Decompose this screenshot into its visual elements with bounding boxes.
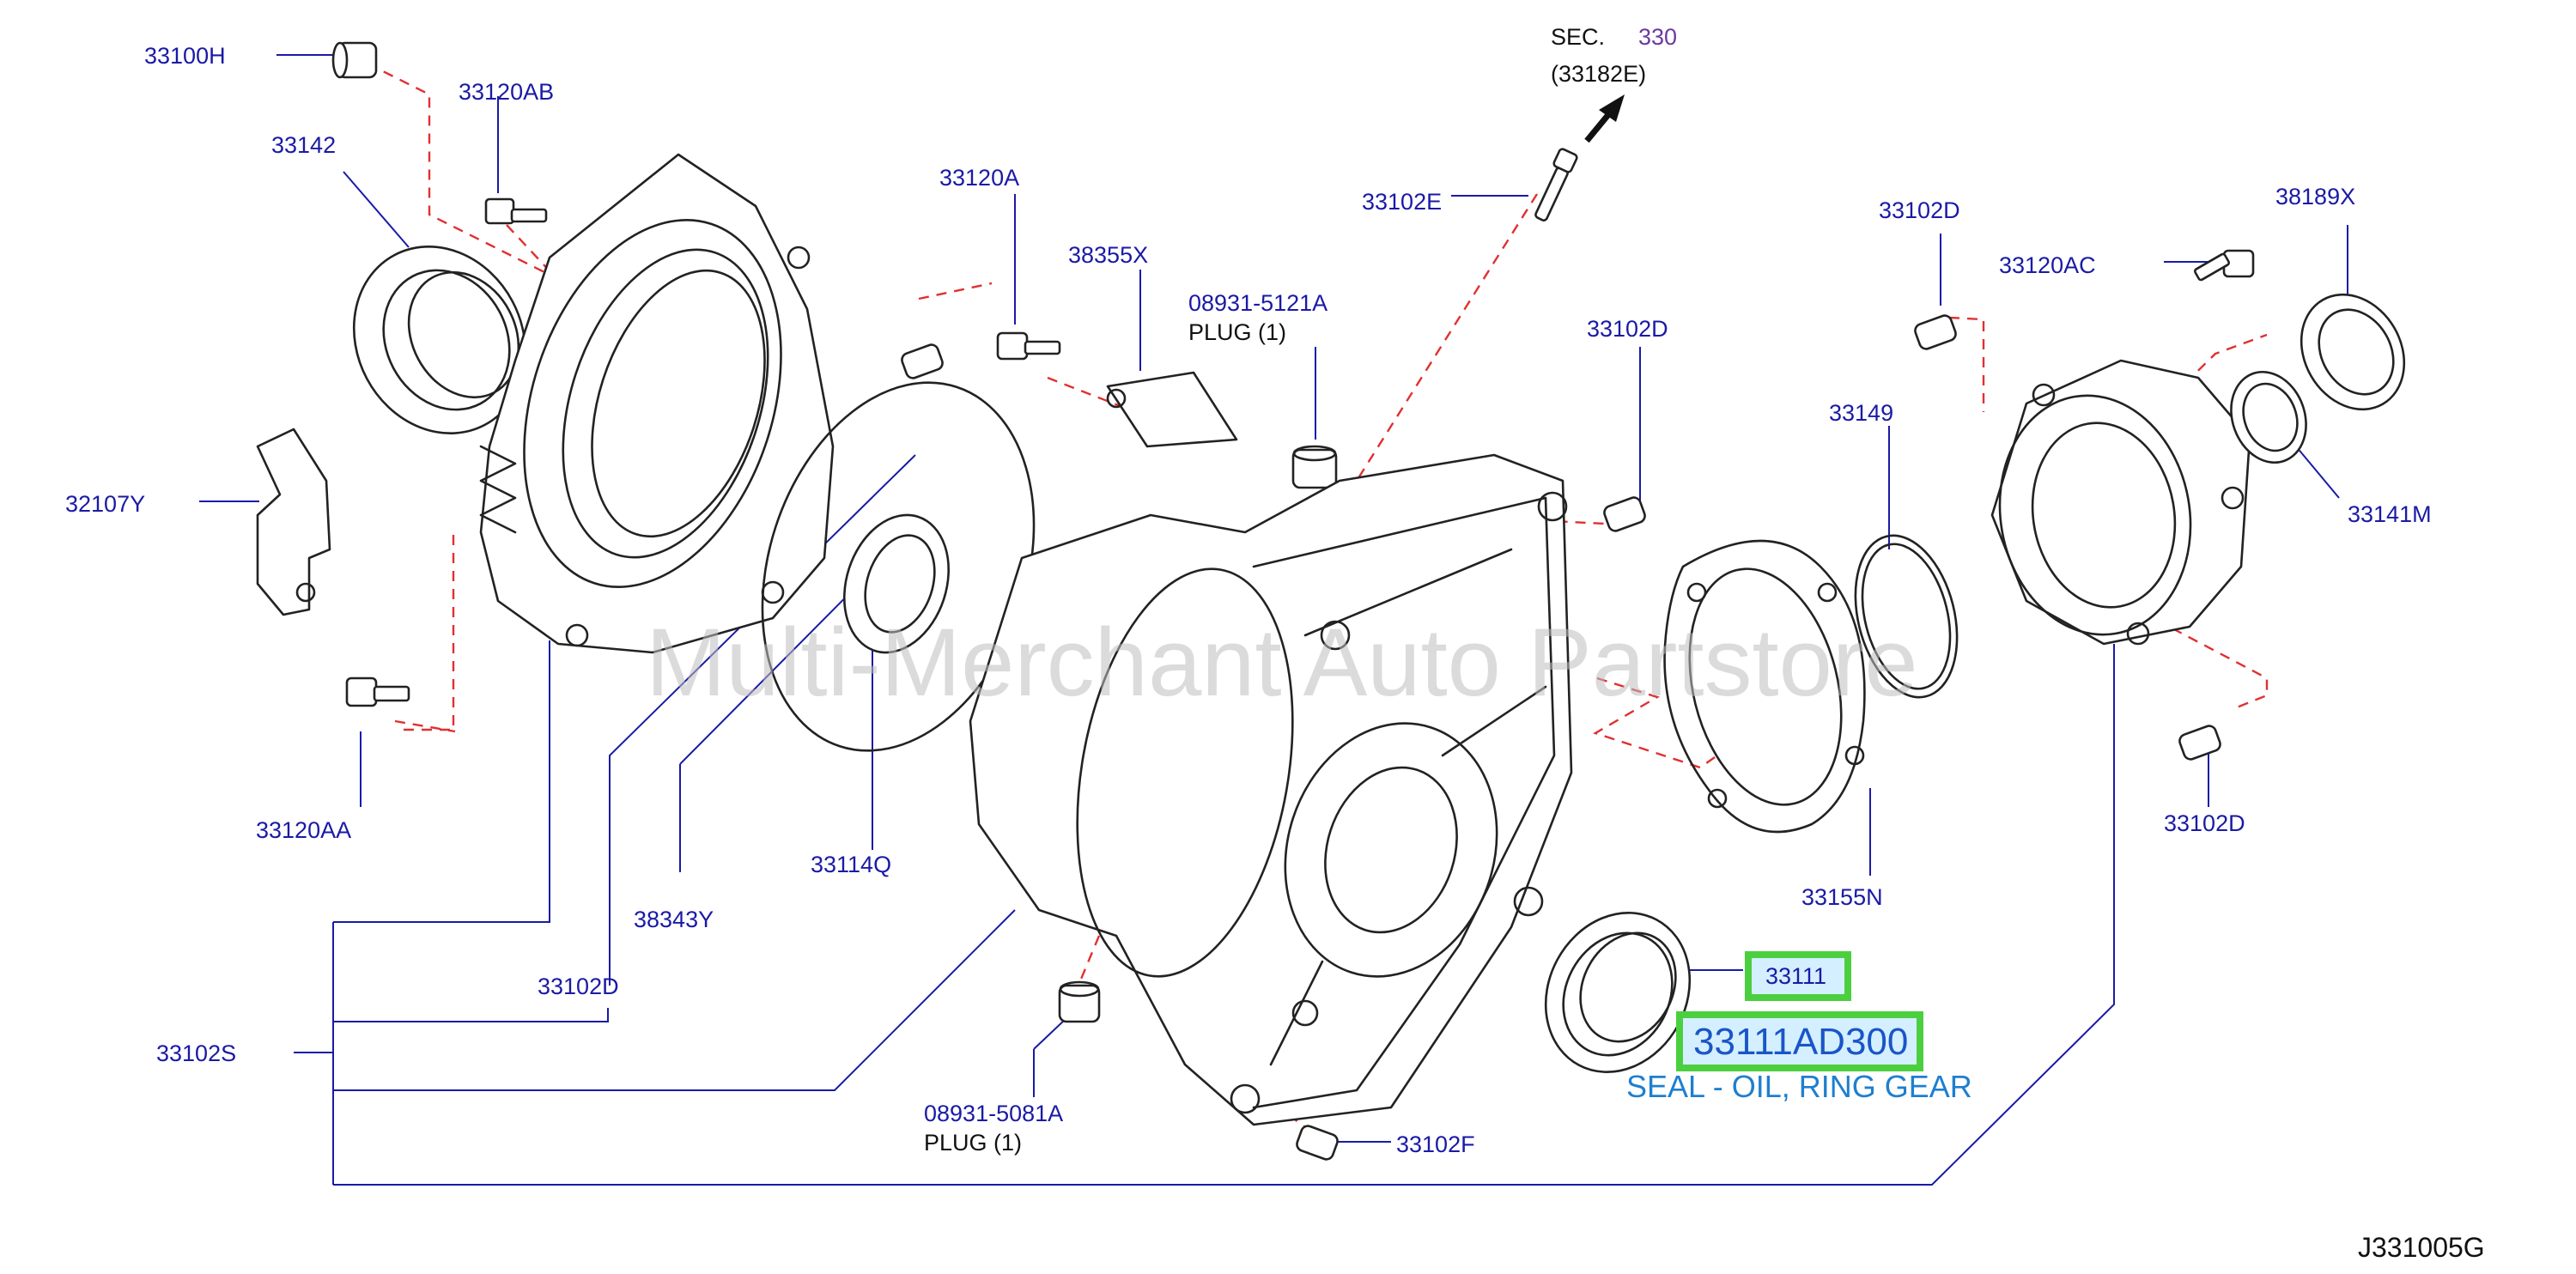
label-38189x[interactable]: 38189X (2275, 184, 2355, 209)
bolt-33120ac-part (2193, 249, 2255, 282)
highlight-description: SEAL - OIL, RING GEAR (1626, 1069, 1972, 1104)
label-33155n[interactable]: 33155N (1801, 884, 1883, 910)
dowel-33102d-a-part (901, 343, 944, 379)
label-33100h[interactable]: 33100H (144, 43, 226, 69)
label-33102d-upper-right[interactable]: 33102D (1879, 197, 1960, 223)
bracket-32107y-part (256, 428, 331, 616)
label-33120ac[interactable]: 33120AC (1999, 252, 2096, 278)
label-33102d-lower-right[interactable]: 33102D (2164, 810, 2245, 836)
section-number-link[interactable]: 330 (1638, 24, 1677, 50)
label-33114q[interactable]: 33114Q (811, 852, 891, 877)
label-32107y[interactable]: 32107Y (65, 491, 145, 517)
label-33111[interactable]: 33111 (1765, 963, 1826, 989)
diagram-code: J331005G (2358, 1232, 2485, 1263)
bolt-33120a-part (996, 331, 1061, 361)
label-33102f[interactable]: 33102F (1396, 1131, 1475, 1157)
label-33102s[interactable]: 33102S (156, 1040, 236, 1066)
label-33120aa[interactable]: 33120AA (256, 817, 351, 843)
breather-33102e-part (1534, 148, 1578, 221)
label-plug-1-bottom: PLUG (1) (924, 1130, 1022, 1156)
label-38355x[interactable]: 38355X (1068, 242, 1148, 268)
label-33120ab[interactable]: 33120AB (459, 79, 554, 105)
label-33102d-bottom[interactable]: 33102D (538, 974, 619, 999)
label-08931-5121a[interactable]: 08931-5121A (1188, 290, 1327, 316)
label-33141m[interactable]: 33141M (2348, 501, 2432, 527)
seal-33141m-part (2230, 370, 2307, 464)
dowel-33102d-b-part (1603, 496, 1646, 532)
label-38343y[interactable]: 38343Y (634, 907, 714, 932)
dowel-33102d-c-part (1914, 314, 1957, 350)
o-ring-33149-inner (1861, 543, 1952, 690)
highlight-part-number[interactable]: 33111AD300 (1693, 1021, 1908, 1063)
oil-seal-33111-part (1544, 911, 1692, 1074)
leader-lines (199, 54, 2348, 1186)
label-33102e[interactable]: 33102E (1362, 189, 1442, 215)
dowel-33102d-d-part (2178, 725, 2221, 761)
o-ring-33149-part (1854, 534, 1959, 699)
label-33142[interactable]: 33142 (271, 132, 336, 158)
part-labels: SEC. 330 (33182E) 33100H 33120AB 33142 3… (65, 24, 2432, 1157)
parts (256, 41, 2406, 1161)
bolt-33120ab-part (484, 197, 548, 225)
plug-08931-5121a-part (1291, 445, 1338, 489)
rear-extension-housing-part (1990, 359, 2251, 646)
dowel-33102f-part (1296, 1125, 1339, 1161)
label-plug-1-top: PLUG (1) (1188, 319, 1286, 345)
seal-33114q-part (842, 513, 951, 654)
label-08931-5081a[interactable]: 08931-5081A (924, 1101, 1063, 1126)
plug-08931-5081a-part (1058, 980, 1101, 1023)
label-33120a[interactable]: 33120A (939, 165, 1019, 191)
highlight-box-part-number (1676, 1011, 1923, 1071)
seal-38189x-part (2300, 293, 2406, 411)
bracket-38355x-part (1106, 371, 1238, 448)
section-arrow-icon (1584, 94, 1625, 143)
gasket-33155n-part (1663, 539, 1866, 834)
plug-33100h-part (331, 41, 378, 79)
label-33149[interactable]: 33149 (1829, 400, 1893, 426)
front-cover-33102s-part (479, 153, 835, 654)
section-prefix: SEC. (1551, 24, 1605, 50)
transfer-case-housing-part (969, 453, 1573, 1126)
highlight-box-33111 (1745, 951, 1851, 1001)
watermark-text: Multi-Merchant Auto Partstore (646, 609, 1917, 716)
highlighted-part-callout: 33111 33111AD300 SEAL - OIL, RING GEAR (1626, 951, 1972, 1104)
bolt-33120aa-part (345, 676, 410, 707)
oil-seal-33142-part (352, 246, 527, 434)
label-33102d-mid[interactable]: 33102D (1587, 316, 1668, 342)
section-sub-ref: (33182E) (1551, 61, 1646, 87)
